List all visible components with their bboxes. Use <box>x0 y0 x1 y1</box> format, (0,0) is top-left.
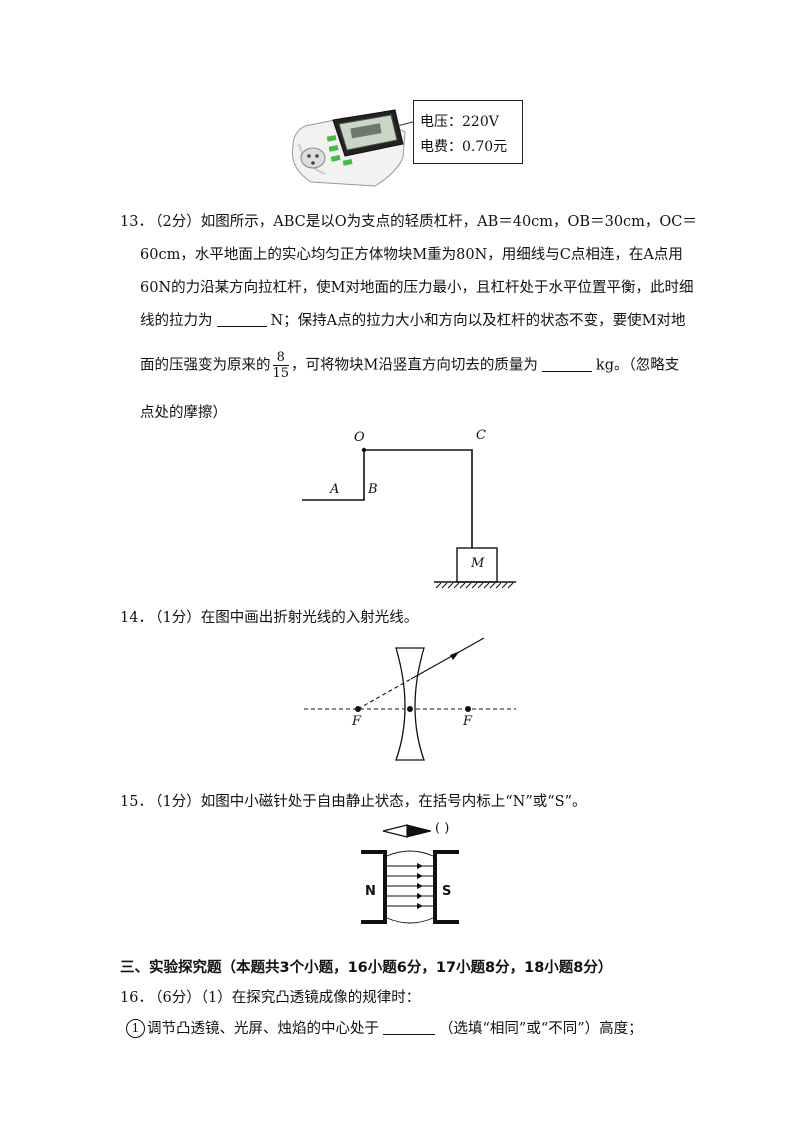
q16-text: （6分）（1）在探究凸透镜成像的规律时： <box>148 990 421 1006</box>
q16-blank-height[interactable] <box>383 1034 435 1035</box>
focus-right-label: F <box>463 714 473 729</box>
q16-item1-pre: 调节凸透镜、光屏、烛焰的中心处于 <box>147 1021 379 1037</box>
q13-line3: 60N的力沿某方向拉杠杆，使M对地面的压力最小，且杠杆处于水平位置平衡，此时细 <box>140 280 694 296</box>
q13-line5-pre: 面的压强变为原来的 <box>140 357 271 374</box>
q15-number: 15． <box>120 794 153 810</box>
section3-title: 三、实验探究题（本题共3个小题，16小题6分，17小题8分，18小题8分） <box>120 960 613 976</box>
q13-blank-mass[interactable] <box>541 370 592 372</box>
q16-item1-post: （选填“相同”或“不同”）高度； <box>439 1021 643 1037</box>
q13-number: 13． <box>120 214 153 230</box>
fraction-numerator: 8 <box>272 350 290 366</box>
q13-blank-force[interactable] <box>216 326 267 327</box>
label-c: C <box>476 428 486 443</box>
q14-text: （1分）在图中画出折射光线的入射光线。 <box>148 610 419 626</box>
q13-line1: （2分）如图所示，ABC是以O为支点的轻质杠杆，AB＝40cm，OB＝30cm，… <box>148 214 697 230</box>
q13-line4: 线的拉力为 N；保持A点的拉力大小和方向以及杠杆的状态不变，要使M对地 <box>140 309 686 330</box>
q16-number: 16． <box>120 990 153 1006</box>
answer-paren[interactable]: ( ) <box>435 821 450 836</box>
fraction-denominator: 15 <box>272 366 290 381</box>
q13-line5-mid: ，可将物块M沿竖直方向切去的质量为 <box>291 357 538 374</box>
meter-device-image <box>291 109 414 187</box>
label-m: M <box>471 556 485 571</box>
q13-line2: 60cm，水平地面上的实心均匀正方体物块M重为80N，用细线与C点相连，在A点用 <box>140 247 683 263</box>
label-b: B <box>368 482 378 497</box>
meter-callout: 电压：220V 电费：0.70元 <box>413 100 523 164</box>
label-o: O <box>354 430 365 445</box>
q13-line4-pre: 线的拉力为 <box>140 313 213 329</box>
magnet-needle-diagram <box>361 824 459 924</box>
device-figure <box>285 96 525 192</box>
pole-s-label: S <box>442 884 452 899</box>
q14-number: 14． <box>120 610 153 626</box>
q13-line6: 点处的摩擦） <box>140 405 227 421</box>
item-number-circle: 1 <box>126 1019 145 1038</box>
q13-line4-post: N；保持A点的拉力大小和方向以及杠杆的状态不变，要使M对地 <box>270 313 686 329</box>
pole-n-label: N <box>365 884 376 899</box>
q13-line5-post: kg。（忽略支 <box>595 357 680 374</box>
lever-diagram <box>302 447 516 589</box>
voltage-reading: 电压：220V <box>420 114 499 130</box>
concave-lens-diagram <box>304 637 516 761</box>
fee-reading: 电费：0.70元 <box>420 139 508 155</box>
q15-text: （1分）如图中小磁针处于自由静止状态，在括号内标上“N”或“S”。 <box>148 794 587 810</box>
label-a: A <box>330 482 340 497</box>
lever-figure: A B O C M <box>296 428 526 593</box>
magnet-figure: ( ) N S <box>355 818 465 930</box>
lens-figure: F F <box>300 634 520 764</box>
focus-left-label: F <box>352 714 362 729</box>
